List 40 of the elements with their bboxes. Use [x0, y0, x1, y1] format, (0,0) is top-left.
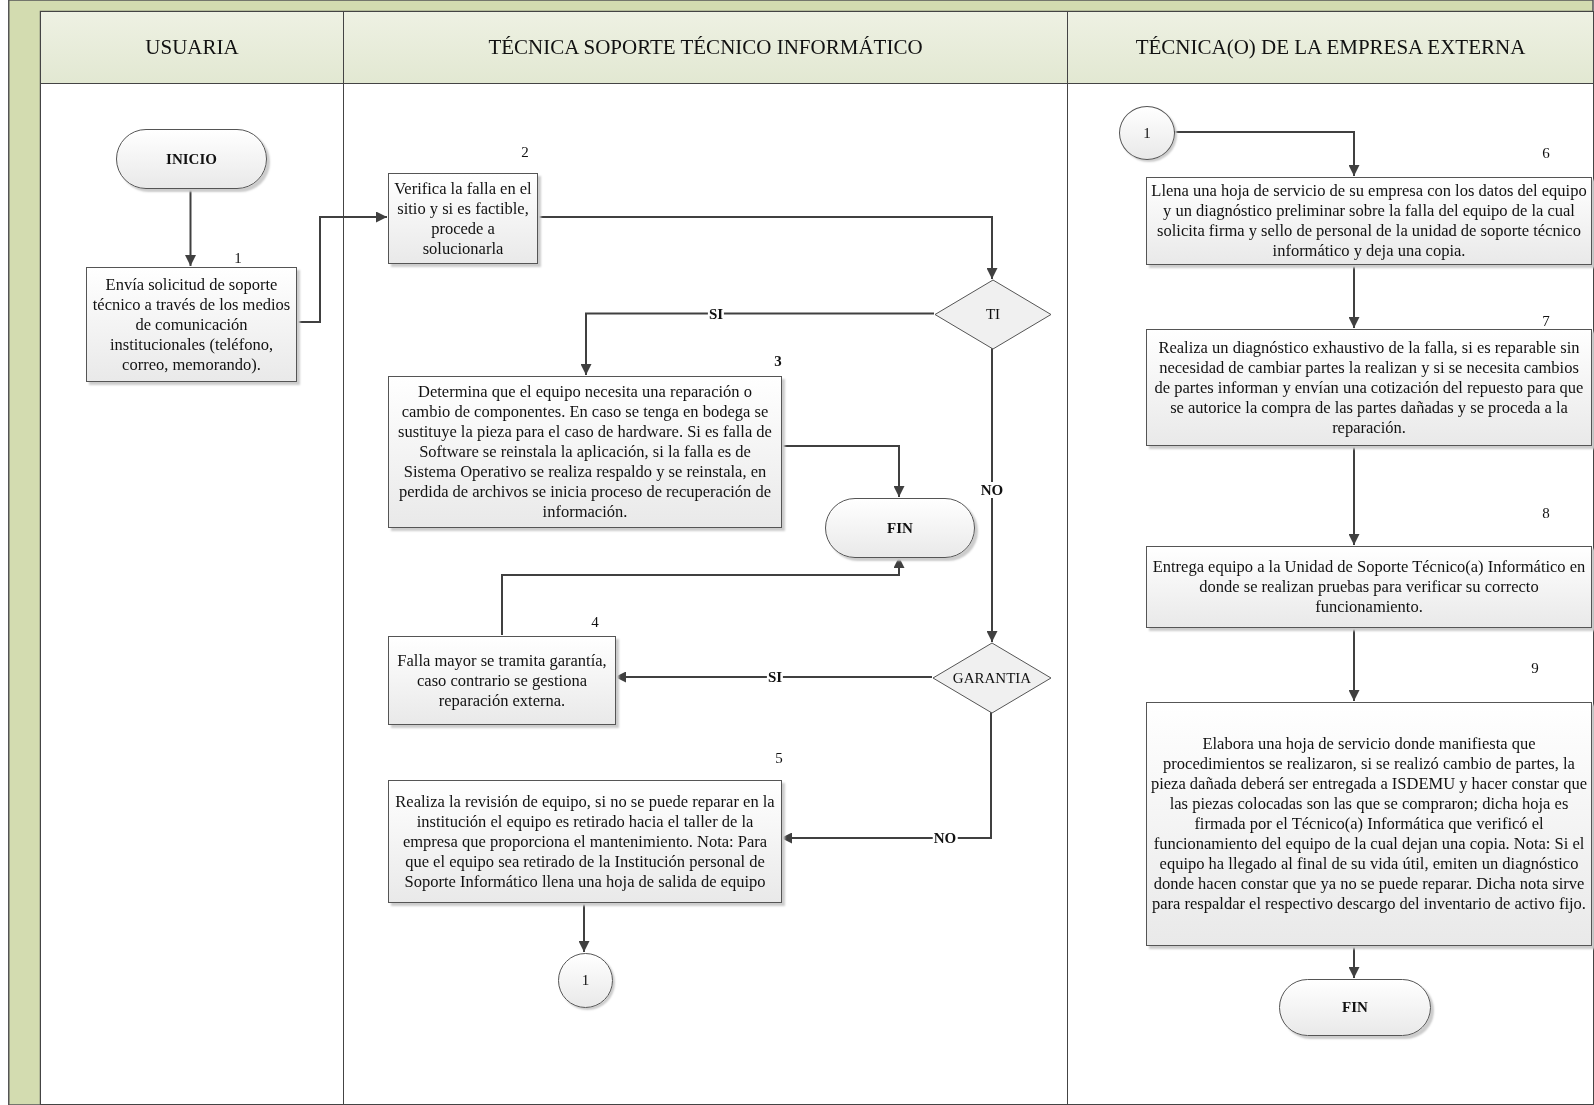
arrow — [578, 901, 590, 953]
arrow — [580, 312, 935, 376]
arrow — [614, 671, 933, 683]
lane-header: TÉCNICA SOPORTE TÉCNICO INFORMÁTICO — [344, 12, 1067, 84]
arrow — [295, 211, 388, 323]
step-number: 1 — [234, 249, 242, 268]
step-number: 4 — [591, 613, 599, 632]
lane-header: TÉCNICA(O) DE LA EMPRESA EXTERNA — [1068, 12, 1593, 84]
arrow — [1348, 444, 1360, 546]
arrow — [1348, 263, 1360, 329]
connector-circle: 1 — [558, 953, 613, 1008]
arrow — [1348, 944, 1360, 979]
arrow — [501, 556, 905, 636]
edge-label: NO — [979, 482, 1005, 498]
terminator-shape: INICIO — [116, 129, 267, 189]
swimlane — [40, 11, 344, 1105]
swimlane — [1067, 11, 1594, 1105]
step-number: 9 — [1531, 659, 1539, 678]
step-number: 3 — [774, 352, 782, 371]
arrow — [1173, 131, 1360, 177]
arrow — [185, 187, 196, 267]
edge-label: SI — [766, 669, 784, 685]
connector-circle: 1 — [1119, 106, 1175, 160]
step-number: 8 — [1542, 504, 1550, 523]
step-number: 2 — [521, 143, 529, 162]
swimlane — [343, 11, 1068, 1105]
arrow — [536, 216, 998, 280]
arrow — [1348, 626, 1360, 702]
lane-header: USUARIA — [41, 12, 343, 84]
step-number: 5 — [775, 749, 783, 768]
edge-label: NO — [932, 830, 958, 846]
arrow — [780, 445, 905, 498]
step-number: 7 — [1542, 312, 1550, 331]
terminator-shape: FIN — [1279, 979, 1431, 1036]
decision-diamond: TI — [935, 280, 1051, 349]
decision-diamond: GARANTIA — [933, 643, 1051, 713]
arrow — [986, 347, 998, 643]
arrow — [780, 711, 992, 844]
terminator-shape: FIN — [825, 498, 975, 558]
step-number: 6 — [1542, 144, 1550, 163]
